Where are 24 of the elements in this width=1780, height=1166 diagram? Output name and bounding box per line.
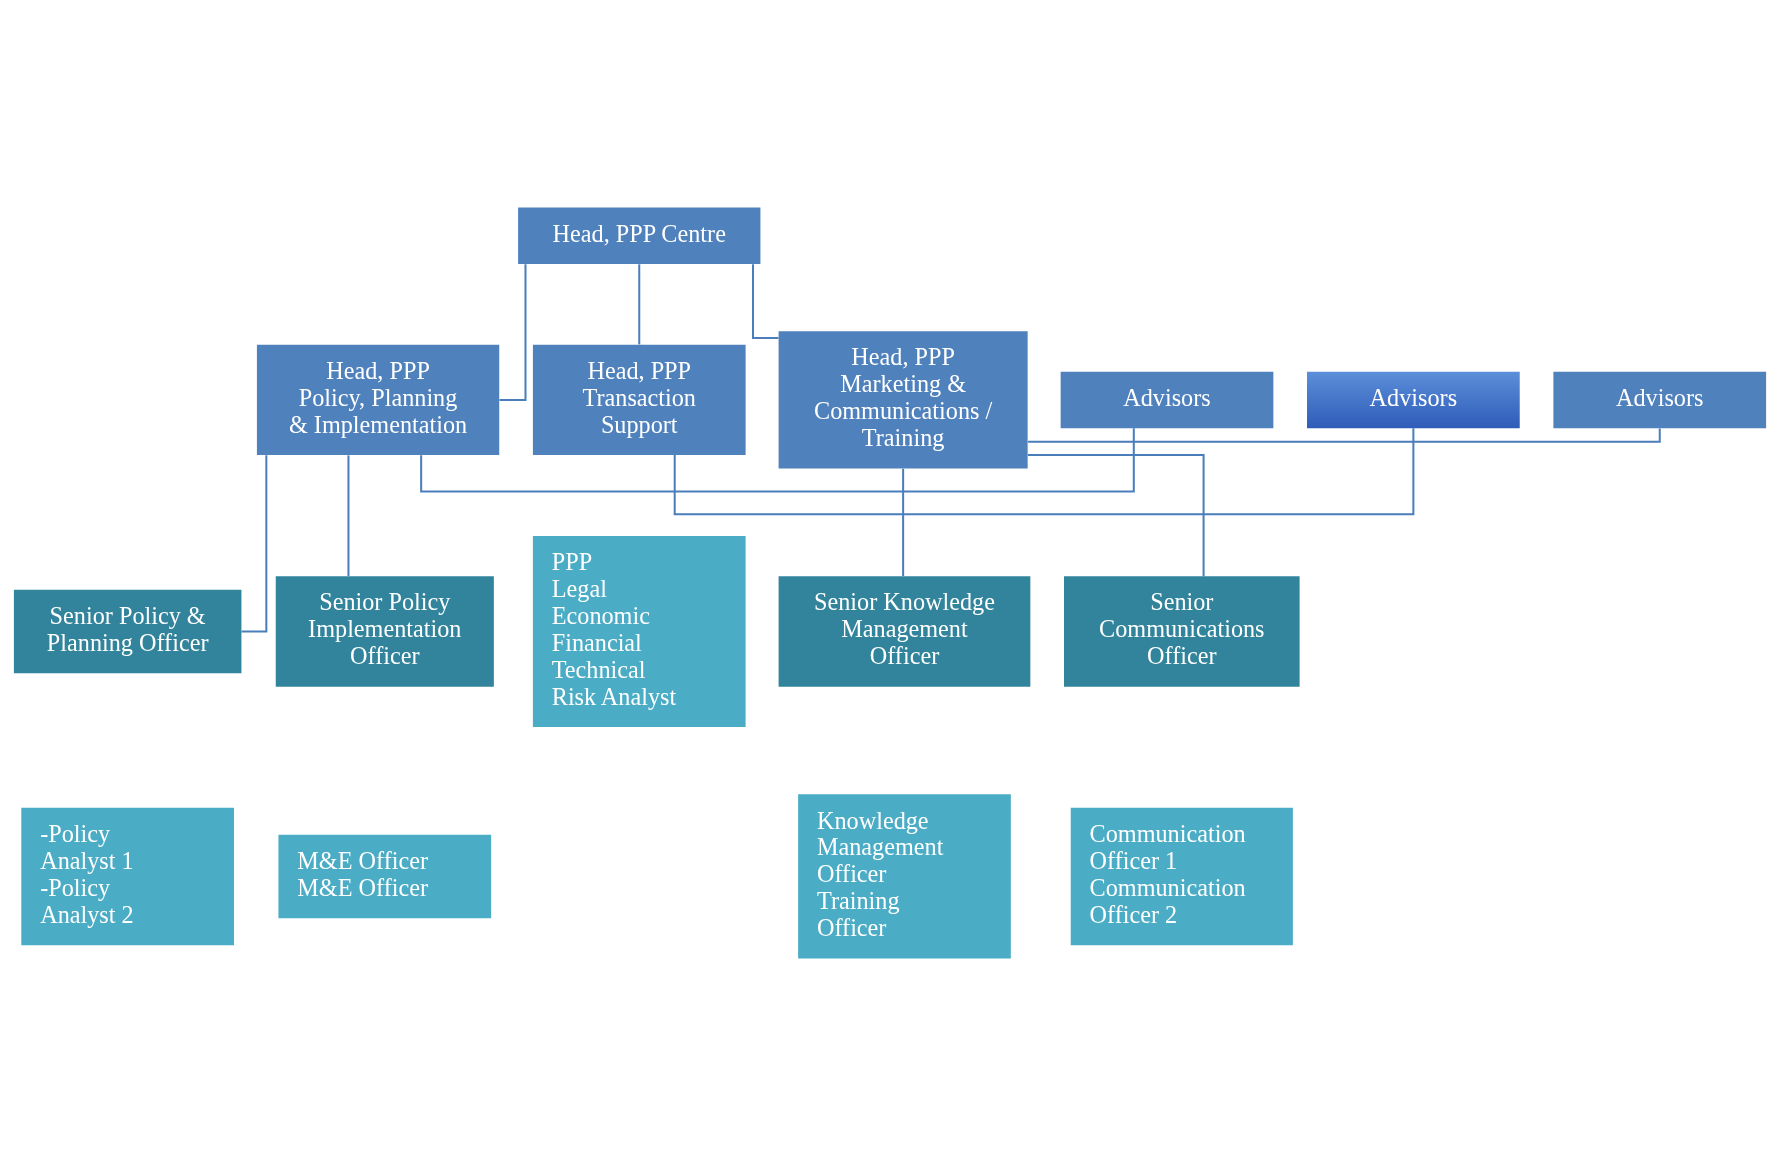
connector [1027,454,1205,577]
node-box: PPP Legal Economic Financial Technical Risk Analyst [532,535,746,728]
node-box: Head, PPP Policy, Planning & Implementation [256,344,500,456]
node-box: Senior Communications Officer [1064,576,1300,687]
connector [902,468,905,577]
connector [1028,428,1661,443]
connector [347,455,350,577]
node-box: Knowledge Management Officer Training Officer [798,794,1011,959]
connector [673,428,1415,516]
connector [499,264,527,401]
node-box: -Policy Analyst 1 -Policy Analyst 2 [21,807,234,946]
node-box: Senior Policy Implementation Officer [275,576,494,687]
node-box: Communication Officer 1 Communication Officer 2 [1070,807,1293,946]
node-box: Advisors [1060,371,1274,429]
node-box: M&E Officer M&E Officer [278,834,492,919]
node-box: Advisors [1307,371,1520,429]
node-box: Head, PPP Centre [518,207,761,264]
connector [638,264,641,345]
node-box: Senior Policy & Planning Officer [13,589,242,674]
node-box: Senior Knowledge Management Officer [778,576,1031,687]
node-box: Head, PPP Transaction Support [532,344,746,456]
node-box: Head, PPP Marketing & Communications / Training [778,331,1028,469]
node-box: Advisors [1553,371,1767,429]
connector [420,428,1135,493]
